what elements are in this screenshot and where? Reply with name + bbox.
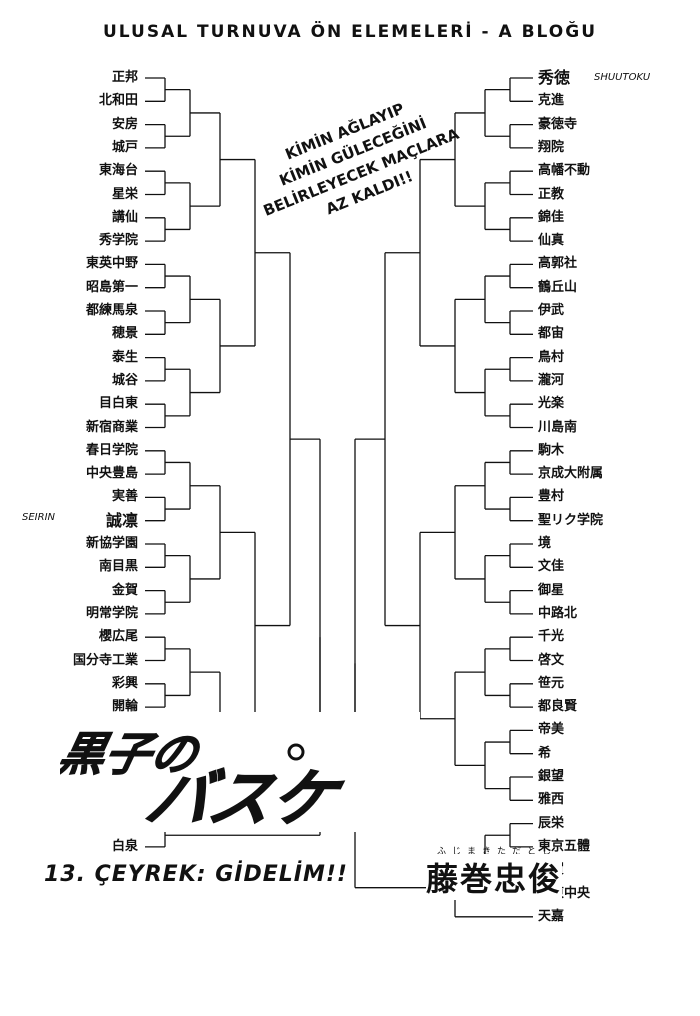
right-team-name: 辰栄 (538, 815, 565, 831)
left-team-name: 星栄 (111, 186, 138, 202)
chapter-title: 13. ÇEYREK: GİDELİM!! (40, 862, 352, 887)
left-team-name: 泰生 (111, 349, 138, 365)
right-team-name: 御星 (538, 582, 565, 598)
right-team-name: 聖リク学院 (538, 512, 604, 528)
left-team-name: 安房 (111, 116, 138, 132)
left-team-name: 講仙 (111, 209, 138, 225)
right-team-name: 東京五體 (538, 838, 591, 854)
series-logo: 黒子の バスケ (60, 712, 420, 832)
left-team-name: 金賀 (111, 582, 138, 598)
right-team-name: 翔院 (538, 139, 565, 155)
right-team-name: 錦佳 (538, 209, 565, 225)
left-team-name: 国分寺工業 (72, 652, 138, 668)
right-team-name: 瀧河 (538, 372, 565, 388)
left-team-name: 目白東 (98, 396, 138, 412)
right-team-name: 雅西 (538, 792, 565, 808)
left-team-name: 城戸 (111, 139, 138, 155)
author-furigana: ふじまきただとし (437, 847, 558, 857)
right-team-name: 秀徳 (538, 68, 571, 87)
right-team-name: 帝美 (538, 722, 565, 738)
right-team-name: 川島南 (538, 419, 578, 435)
left-team-name: 開輪 (111, 699, 138, 715)
right-team-name: 正教 (538, 186, 565, 202)
left-team-name: 北和田 (98, 93, 138, 109)
right-team-name: 鳥村 (538, 349, 565, 365)
right-team-name: 千光 (538, 629, 565, 645)
right-team-name: 中路北 (538, 605, 578, 621)
left-team-name: 東海台 (98, 163, 138, 179)
right-team-name: 境 (538, 536, 552, 551)
basketball-icon (287, 743, 305, 761)
left-team-name: 東英中野 (85, 256, 138, 272)
right-team-name: 鶴丘山 (538, 279, 578, 295)
right-team-name: 伊武 (538, 303, 565, 318)
shutoku-tag: SHUUTOKU (594, 72, 651, 83)
logo-part2: バスケ (139, 763, 349, 832)
left-team-name: 南目黒 (98, 559, 138, 575)
left-team-name: 中央豊島 (85, 466, 138, 482)
left-team-name: 秀学院 (98, 233, 138, 249)
right-team-name: 希 (538, 745, 552, 761)
author-name: 藤巻忠俊 (426, 854, 563, 900)
left-team-name: 明常学院 (85, 605, 138, 621)
right-team-name: 笹元 (538, 675, 565, 691)
left-team-name: 都練馬泉 (85, 303, 138, 318)
page-title: ULUSAL TURNUVA ÖN ELEMELERİ - A BLOĞU (103, 22, 597, 42)
right-team-name: 文佳 (538, 559, 565, 575)
right-team-name: 京成大附属 (538, 466, 604, 482)
right-team-name: 啓文 (538, 652, 565, 668)
left-team-name: 白泉 (111, 838, 138, 854)
right-team-name: 駒木 (538, 442, 565, 458)
left-team-name: 彩興 (111, 675, 138, 691)
right-team-name: 高郭社 (538, 256, 578, 272)
right-team-name: 都良賢 (538, 699, 578, 715)
left-team-name: 誠凛 (105, 510, 138, 530)
left-team-name: 春日学院 (85, 442, 138, 458)
right-team-name: 豪徳寺 (538, 116, 578, 132)
right-team-name: 仙真 (538, 233, 565, 249)
left-team-name: 昭島第一 (85, 279, 138, 295)
logo-part1: 黒子の (60, 727, 205, 780)
left-team-name: 櫻広尾 (98, 629, 138, 645)
left-team-name: 新協学園 (85, 536, 138, 551)
right-team-name: 銀望 (538, 769, 565, 784)
left-team-name: 城谷 (111, 372, 138, 388)
right-team-name: 都宙 (538, 326, 565, 342)
right-team-name: 天嘉 (538, 908, 565, 924)
left-team-name: 穂景 (111, 326, 138, 342)
right-team-name: 光楽 (538, 396, 565, 412)
seirin-tag: SEIRIN (22, 512, 55, 523)
left-team-name: 実善 (111, 489, 138, 505)
right-team-name: 克進 (538, 93, 565, 109)
left-team-name: 正邦 (111, 70, 138, 85)
right-team-name: 豊村 (538, 489, 565, 505)
left-team-name: 新宿商業 (85, 419, 138, 435)
right-team-name: 高幡不動 (538, 163, 591, 179)
